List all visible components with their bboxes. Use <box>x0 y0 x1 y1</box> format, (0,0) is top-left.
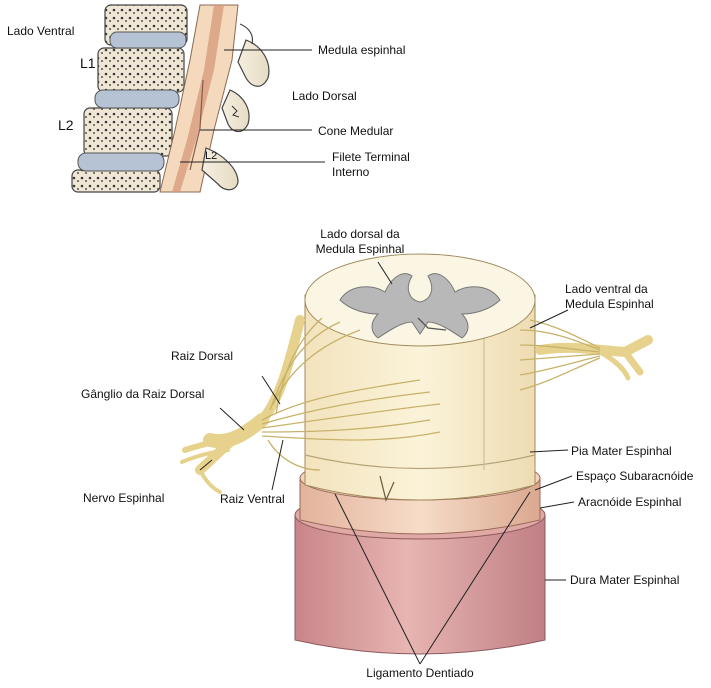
label-lado-dorsal-medula-line1: Lado dorsal da <box>300 227 420 242</box>
label-espaco-subaracnoide: Espaço Subaracnóide <box>576 469 693 484</box>
label-filete-terminal: Filete Terminal Interno <box>332 150 410 180</box>
right-nerve-roots <box>520 320 648 390</box>
label-lado-dorsal-medula: Lado dorsal da Medula Espinhal <box>300 227 420 257</box>
label-aracnoide: Aracnóide Espinhal <box>578 495 681 510</box>
vertebral-column-section <box>72 5 269 192</box>
label-filete-terminal-line2: Interno <box>332 165 410 180</box>
label-dura-mater: Dura Mater Espinhal <box>570 573 679 588</box>
label-l1: L1 <box>80 56 96 71</box>
label-lado-ventral-medula-line1: Lado ventral da <box>565 282 654 297</box>
label-lado-dorsal-medula-line2: Medula Espinhal <box>300 242 420 257</box>
label-lado-dorsal: Lado Dorsal <box>292 89 357 104</box>
label-l2: L2 <box>58 118 74 133</box>
label-filete-terminal-line1: Filete Terminal <box>332 150 410 165</box>
label-ganglio-raiz-dorsal: Gânglio da Raiz Dorsal <box>81 387 204 402</box>
label-lado-ventral-medula-line2: Medula Espinhal <box>565 297 654 312</box>
label-lado-ventral: Lado Ventral <box>7 24 74 39</box>
label-raiz-ventral: Raiz Ventral <box>220 492 285 507</box>
label-ligamento-dentiado: Ligamento Dentiado <box>345 666 495 681</box>
label-lado-ventral-medula: Lado ventral da Medula Espinhal <box>565 282 654 312</box>
spinal-cord-cylinder <box>305 254 535 500</box>
label-l2-inline: L2 <box>205 149 217 164</box>
label-pia-mater: Pia Mater Espinhal <box>571 444 672 459</box>
label-cone-medular: Cone Medular <box>318 124 393 139</box>
label-raiz-dorsal: Raiz Dorsal <box>171 349 233 364</box>
label-nervo-espinhal: Nervo Espinhal <box>83 491 164 506</box>
label-medula-espinhal: Medula espinhal <box>318 43 405 58</box>
